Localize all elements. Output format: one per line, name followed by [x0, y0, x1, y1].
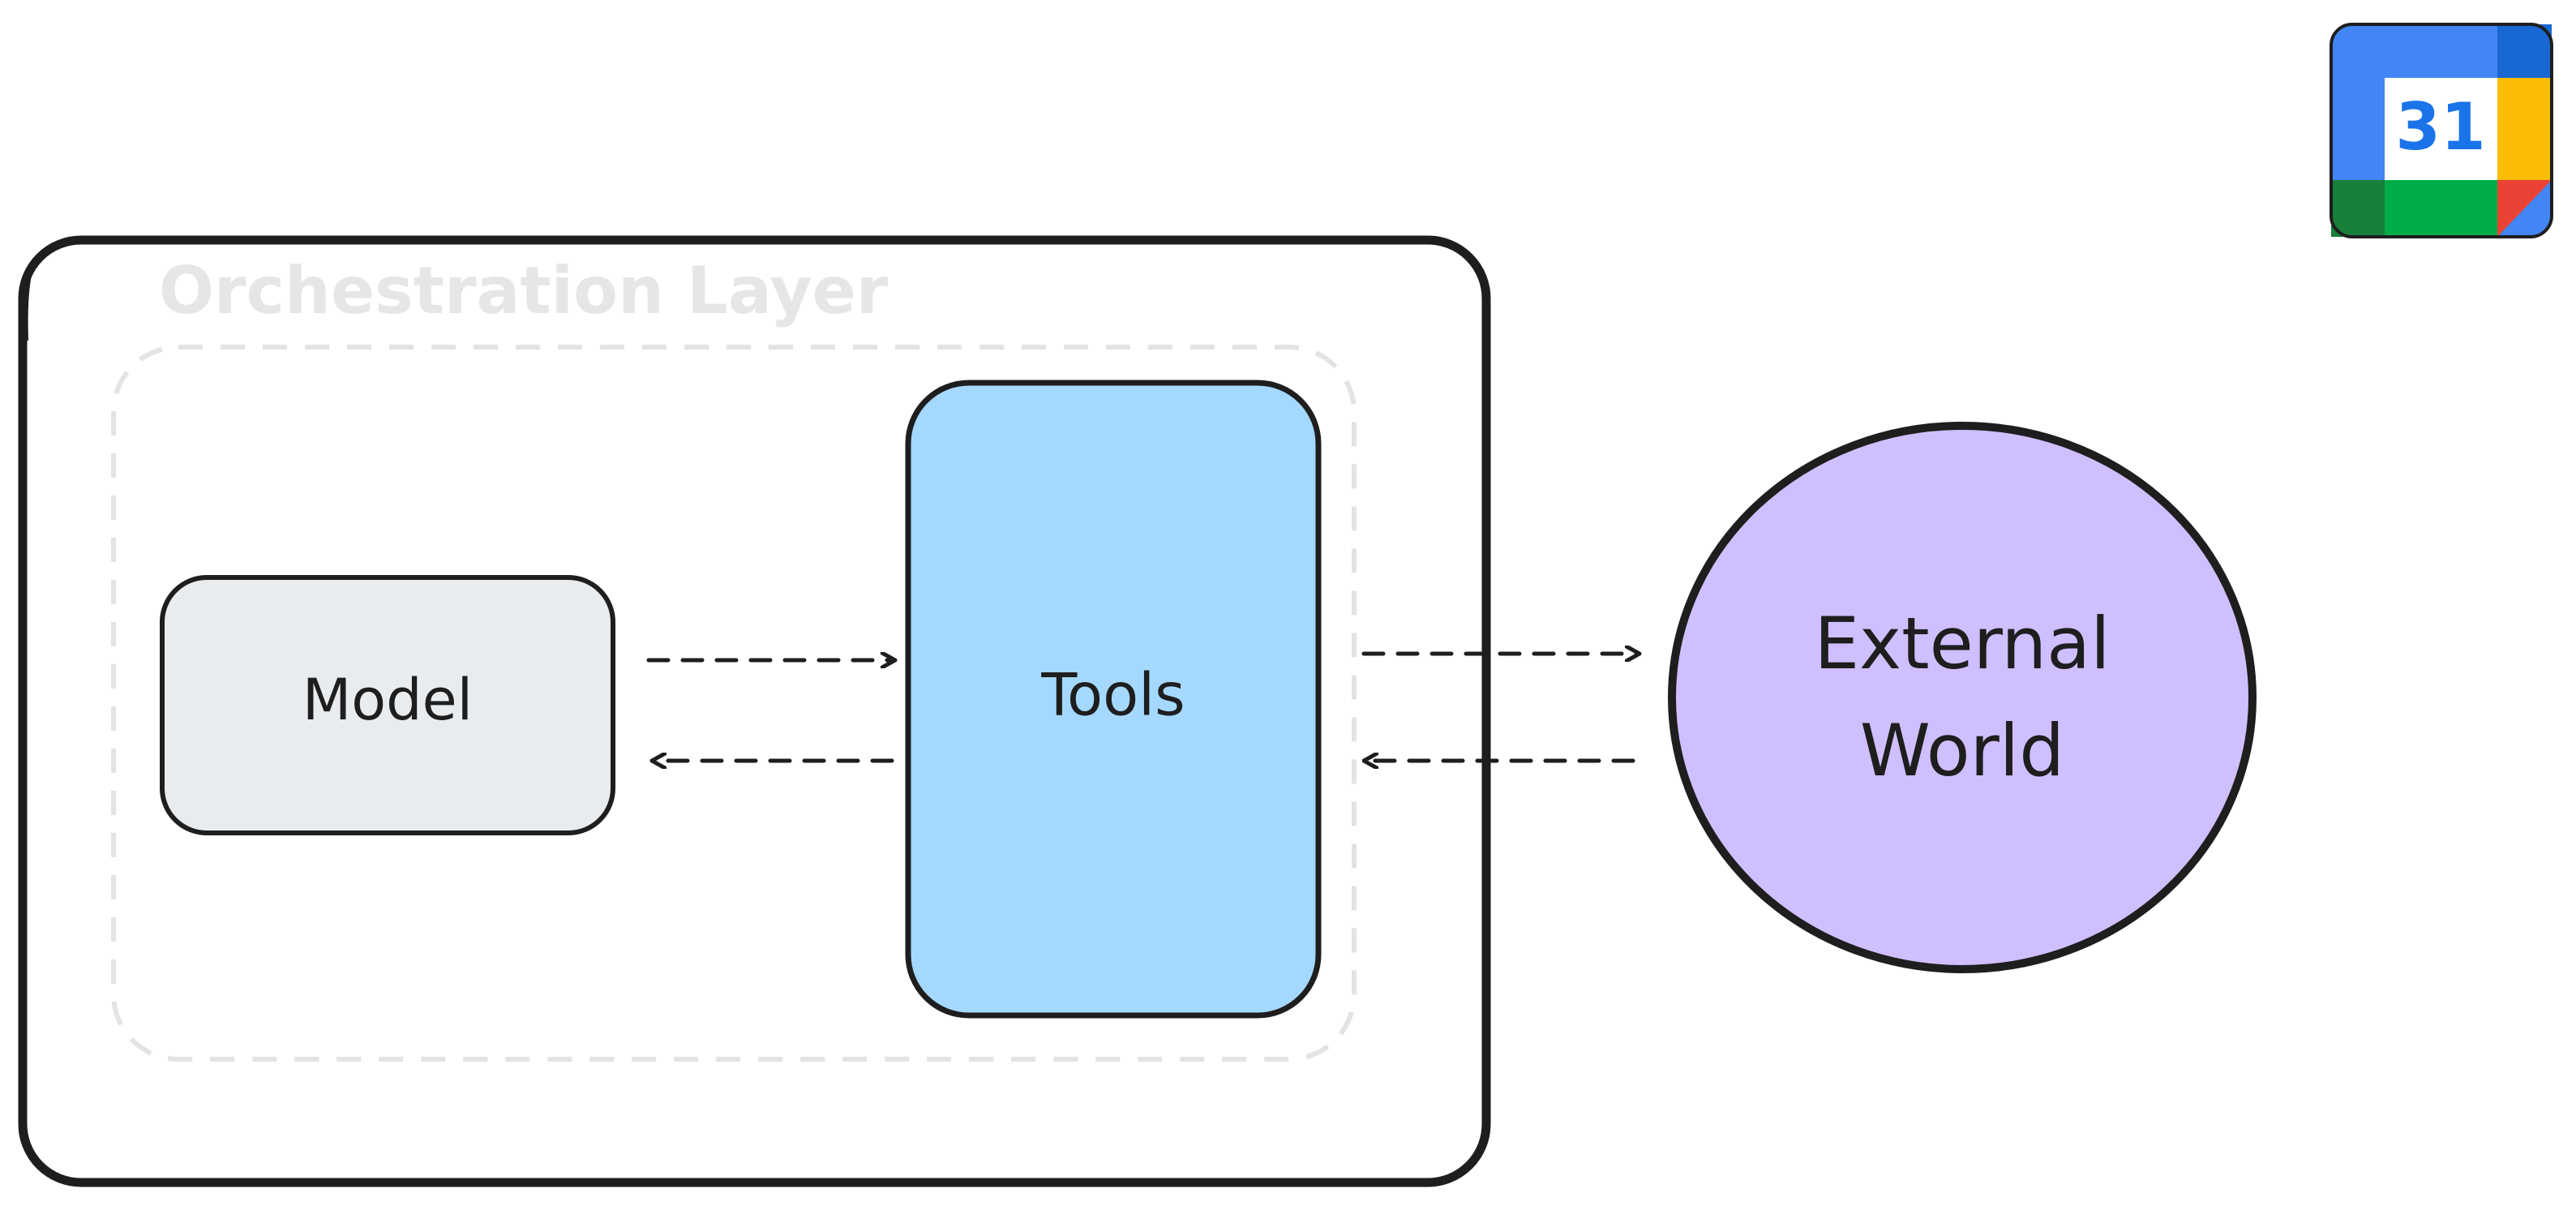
google-calendar-icon[interactable]: 31: [2330, 23, 2553, 238]
tools-node[interactable]: Tools: [905, 380, 1322, 1019]
orchestration-layer-label: Orchestration Layer: [159, 253, 889, 328]
orchestration-layer-region[interactable]: [111, 345, 1357, 1062]
external-world-label-line1: External: [1814, 602, 2110, 685]
calendar-day: 31: [2395, 89, 2485, 165]
external-world-node[interactable]: External World: [1668, 422, 2257, 973]
model-node[interactable]: Model: [160, 575, 615, 835]
tools-label: Tools: [1040, 661, 1185, 729]
external-world-label-line2: World: [1860, 709, 2064, 792]
model-label: Model: [302, 667, 473, 733]
